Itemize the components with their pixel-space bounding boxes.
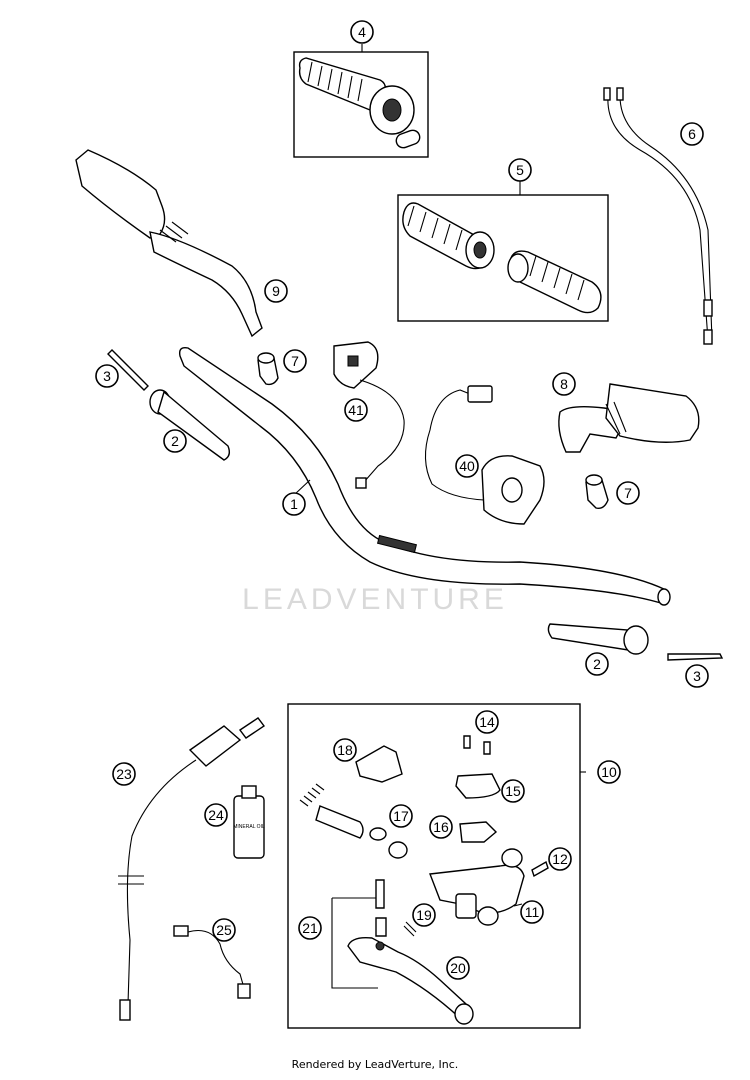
- callout-16: 16: [429, 815, 453, 839]
- callout-17: 17: [389, 804, 413, 828]
- svg-text:5: 5: [516, 162, 524, 178]
- svg-text:3: 3: [103, 368, 111, 384]
- callout-7-left: 7: [283, 349, 307, 373]
- sensor-cable-part: [173, 925, 251, 999]
- mirror-adaptor-left-part: [257, 352, 279, 386]
- svg-text:24: 24: [208, 807, 224, 823]
- callout-23: 23: [112, 762, 136, 786]
- bolt-left-part: [107, 349, 149, 391]
- svg-text:16: 16: [433, 819, 449, 835]
- callout-12: 12: [548, 847, 572, 871]
- svg-text:4: 4: [358, 24, 366, 40]
- pins-21-part: [331, 879, 387, 989]
- bar-end-right-part: [547, 623, 649, 655]
- brake-reservoir-cap-part: [455, 773, 501, 799]
- callout-8: 8: [552, 372, 576, 396]
- callout-24: 24: [204, 803, 228, 827]
- callout-1: 1: [282, 492, 306, 516]
- svg-text:25: 25: [216, 922, 232, 938]
- callout-41: 41: [344, 398, 368, 422]
- svg-text:19: 19: [416, 907, 432, 923]
- reservoir-diaphragm-part: [459, 821, 498, 843]
- svg-text:17: 17: [393, 808, 409, 824]
- svg-text:7: 7: [624, 485, 632, 501]
- part-10-frame: [287, 703, 581, 1029]
- svg-text:12: 12: [552, 851, 568, 867]
- clutch-cable-part: [118, 717, 266, 1021]
- grip-pair-part: [402, 202, 602, 314]
- svg-text:20: 20: [450, 960, 466, 976]
- callout-2-right: 2: [585, 652, 609, 676]
- callout-6: 6: [680, 122, 704, 146]
- svg-text:10: 10: [601, 764, 617, 780]
- part-5-frame: [397, 194, 609, 322]
- callout-9: 9: [264, 279, 288, 303]
- screw-12-part: [531, 860, 549, 878]
- svg-text:8: 8: [560, 376, 568, 392]
- part-4-frame: [293, 51, 429, 158]
- handlebar-part: [178, 346, 671, 606]
- mirror-adaptor-right-part: [585, 474, 609, 510]
- svg-text:15: 15: [505, 783, 521, 799]
- svg-text:40: 40: [459, 458, 475, 474]
- oil-bottle-label: MINERAL OIL: [233, 824, 265, 830]
- callout-25: 25: [212, 918, 236, 942]
- callout-15: 15: [501, 779, 525, 803]
- clamp-part: [355, 745, 403, 783]
- brake-master-cylinder-part: [429, 848, 525, 926]
- callout-14: 14: [475, 710, 499, 734]
- callout-4: 4: [350, 20, 374, 44]
- svg-text:2: 2: [171, 433, 179, 449]
- svg-text:7: 7: [291, 353, 299, 369]
- svg-text:2: 2: [593, 656, 601, 672]
- callout-2-left: 2: [163, 429, 187, 453]
- switch-40-part: [424, 385, 545, 525]
- bar-end-left-part: [149, 389, 231, 461]
- callout-3-right: 3: [685, 664, 709, 688]
- callout-7-right: 7: [616, 481, 640, 505]
- svg-text:11: 11: [525, 904, 540, 920]
- leader-lines: [293, 44, 586, 907]
- svg-text:18: 18: [337, 742, 353, 758]
- svg-text:6: 6: [688, 126, 696, 142]
- brake-lever-part: [347, 936, 474, 1025]
- callout-21: 21: [298, 916, 322, 940]
- spring-19-part: [403, 921, 417, 937]
- callout-11: 11: [520, 900, 544, 924]
- screws-14-part: [463, 735, 491, 755]
- callout-3-left: 3: [95, 364, 119, 388]
- svg-text:1: 1: [290, 496, 298, 512]
- watermark: LEADVENTURE: [242, 583, 508, 616]
- callout-20: 20: [446, 956, 470, 980]
- svg-text:3: 3: [693, 668, 701, 684]
- callout-40: 40: [455, 454, 479, 478]
- throttle-cable-part: [603, 87, 713, 345]
- footer-credit: Rendered by LeadVerture, Inc.: [291, 1058, 459, 1071]
- callout-19: 19: [412, 903, 436, 927]
- svg-text:9: 9: [272, 283, 280, 299]
- bolt-right-part: [667, 653, 724, 661]
- svg-text:41: 41: [348, 402, 364, 418]
- oil-bottle-part: MINERAL OIL: [233, 785, 265, 859]
- callout-5: 5: [508, 158, 532, 182]
- svg-text:21: 21: [302, 920, 318, 936]
- svg-text:14: 14: [479, 714, 495, 730]
- mirror-left-part: [75, 149, 263, 338]
- switch-41-part: [333, 341, 405, 489]
- callout-10: 10: [597, 760, 621, 784]
- mirror-right-part: [558, 383, 700, 453]
- throttle-grip-part: [298, 57, 421, 149]
- callout-18: 18: [333, 738, 357, 762]
- piston-spring-part: [299, 783, 408, 859]
- svg-text:23: 23: [116, 766, 132, 782]
